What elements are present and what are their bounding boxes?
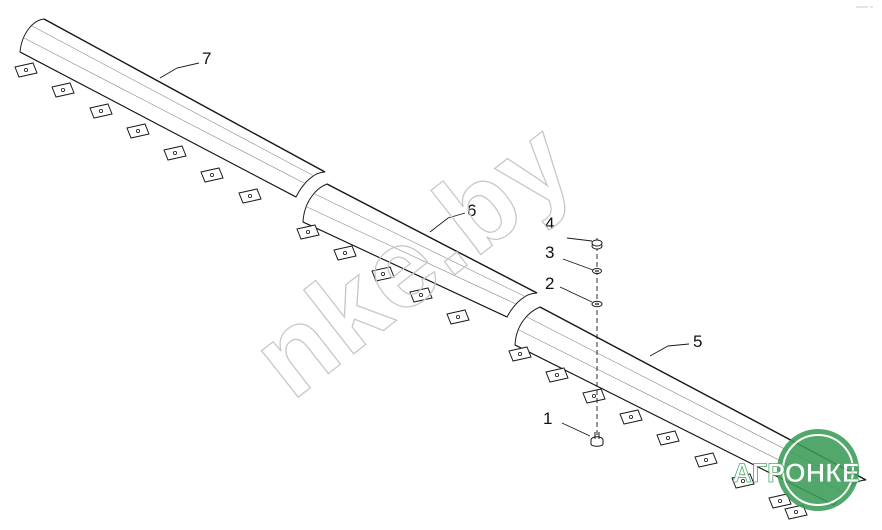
callout-5: 5 xyxy=(693,332,702,351)
fastener-stack xyxy=(590,238,604,447)
flat-washer-part-2 xyxy=(591,300,603,308)
callout-3: 3 xyxy=(545,243,554,262)
nut-part-4 xyxy=(591,239,603,250)
guard-part-7 xyxy=(14,18,326,204)
callout-6: 6 xyxy=(467,201,476,220)
callout-2: 2 xyxy=(545,274,554,293)
callout-labels: 7 6 4 3 2 5 1 xyxy=(202,49,702,428)
bolt-part-1 xyxy=(590,432,604,447)
callout-4: 4 xyxy=(545,214,554,233)
logo-text: АГРОНКЕ xyxy=(732,458,859,488)
guard-part-6 xyxy=(296,183,538,325)
agronke-logo: АГРОНКЕ xyxy=(732,429,860,511)
callout-7: 7 xyxy=(202,49,211,68)
callout-1: 1 xyxy=(543,409,552,428)
leader-lines xyxy=(159,62,690,437)
logo-circle-icon xyxy=(777,429,859,511)
lock-washer-part-3 xyxy=(592,268,602,274)
watermark-text: nke.by xyxy=(230,97,596,421)
